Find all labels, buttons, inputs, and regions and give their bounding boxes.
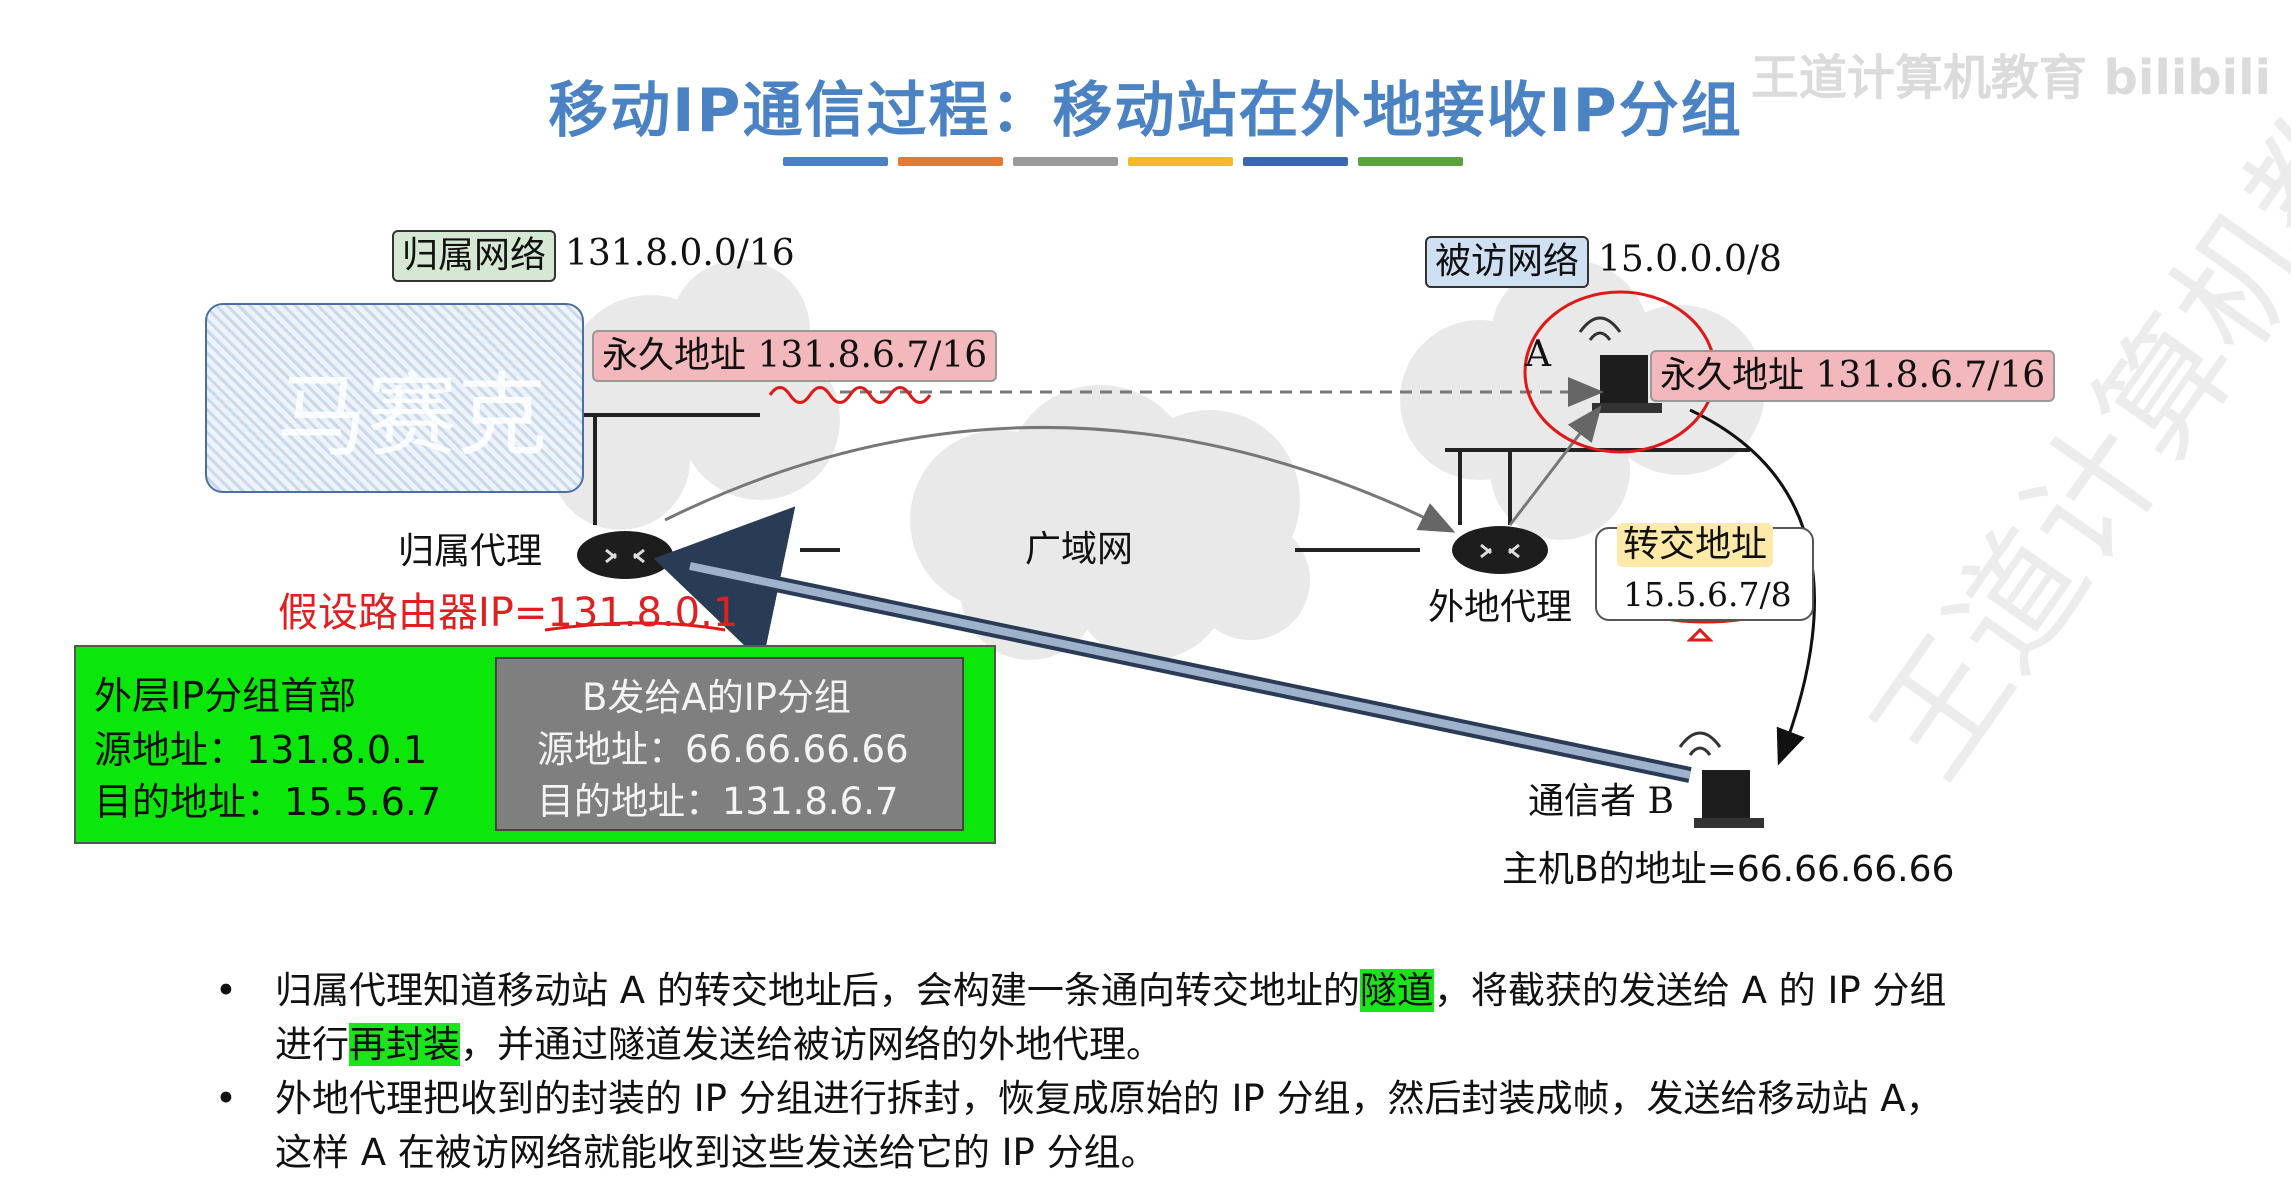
page-title: 移动IP通信过程：移动站在外地接收IP分组 [548, 76, 1743, 146]
home-agent-label: 归属代理 [398, 531, 543, 572]
care-of-address-label: 转交地址 [1617, 523, 1774, 567]
bullet-1-highlight-reencap: 再封装 [349, 1023, 460, 1066]
permanent-address-visited-value: 131.8.6.7/16 [1815, 355, 2046, 396]
red-underline-router-ip [544, 621, 726, 632]
bullet-1-text-c: 进行 [275, 1023, 349, 1066]
color-bar-6 [1358, 157, 1463, 166]
foreign-to-a-arrow [1508, 405, 1602, 526]
outer-dst-value: 15.5.6.7 [284, 780, 442, 824]
home-network-tag: 归属网络 [392, 230, 557, 282]
inner-packet-title: B发给A的IP分组 [582, 676, 851, 719]
bullet-item-2: • 外地代理把收到的封装的 IP 分组进行拆封，恢复成原始的 IP 分组，然后封… [215, 1072, 2215, 1180]
inner-packet-src: 源地址：66.66.66.66 [537, 719, 909, 773]
wan-label: 广域网 [1025, 529, 1134, 570]
inner-dst-value: 131.8.6.7 [722, 780, 899, 823]
home-agent-router-icon [577, 531, 673, 579]
host-b-address: 主机B的地址=66.66.66.66 [1502, 849, 1955, 890]
inner-src-value: 66.66.66.66 [685, 728, 909, 771]
mosaic-box: 马赛克 [205, 303, 584, 493]
router-ip-note: 假设路由器IP=131.8.0.1 [278, 590, 739, 636]
outer-header-dst: 目的地址：15.5.6.7 [94, 771, 441, 826]
bullet-1-line-1: 归属代理知道移动站 A 的转交地址后，会构建一条通向转交地址的隧道，将截获的发送… [275, 964, 2215, 1018]
permanent-address-visited-label: 永久地址 [1660, 355, 1805, 396]
bullet-dot: • [215, 1077, 237, 1120]
permanent-address-home-value: 131.8.6.7/16 [757, 335, 988, 376]
bullet-dot: • [215, 969, 237, 1012]
color-bar-3 [1013, 157, 1118, 166]
bullet-1-text-d: ，并通过隧道发送给被访网络的外地代理。 [460, 1023, 1163, 1066]
tunnel-curve-arrow [664, 426, 1456, 533]
bullet-2-line-1: 外地代理把收到的封装的 IP 分组进行拆封，恢复成原始的 IP 分组，然后封装成… [275, 1077, 1943, 1120]
host-b-laptop-icon [1678, 731, 1764, 828]
bullet-list: • 归属代理知道移动站 A 的转交地址后，会构建一条通向转交地址的隧道，将截获的… [215, 964, 2215, 1180]
inner-ip-packet-box: B发给A的IP分组 源地址：66.66.66.66 目的地址：131.8.6.7 [495, 657, 964, 831]
outer-header-title: 外层IP分组首部 [94, 674, 357, 718]
mosaic-text: 马赛克 [277, 364, 547, 469]
foreign-agent-router-icon [1452, 526, 1548, 574]
permanent-address-home-tag: 永久地址 131.8.6.7/16 [592, 330, 998, 382]
station-a-laptop-icon [1578, 316, 1662, 413]
permanent-address-visited-tag: 永久地址 131.8.6.7/16 [1650, 350, 2056, 402]
home-network-prefix: 131.8.0.0/16 [565, 233, 795, 274]
bullet-item-1: • 归属代理知道移动站 A 的转交地址后，会构建一条通向转交地址的隧道，将截获的… [215, 964, 2215, 1072]
inner-packet-dst: 目的地址：131.8.6.7 [537, 771, 899, 825]
bullet-1-highlight-tunnel: 隧道 [1359, 969, 1434, 1012]
outer-src-label: 源地址： [94, 728, 247, 772]
foreign-agent-label: 外地代理 [1428, 587, 1573, 628]
permanent-address-home-label: 永久地址 [602, 335, 747, 376]
outer-header-src: 源地址：131.8.0.1 [94, 719, 427, 774]
visited-network-tag: 被访网络 [1425, 236, 1590, 288]
bullet-1-text-a: 归属代理知道移动站 A 的转交地址后，会构建一条通向转交地址的 [275, 969, 1360, 1012]
outer-src-value: 131.8.0.1 [246, 728, 428, 772]
bullet-2-line-2: 这样 A 在被访网络就能收到这些发送给它的 IP 分组。 [275, 1131, 1158, 1174]
bullet-1-text-b: ，将截获的发送给 A 的 IP 分组 [1433, 969, 1947, 1012]
wan-cloud [910, 385, 1310, 660]
visited-network-prefix: 15.0.0.0/8 [1598, 239, 1782, 280]
care-of-address-value: 15.5.6.7/8 [1623, 575, 1792, 614]
care-of-address-box: 转交地址 15.5.6.7/8 [1595, 523, 1814, 621]
color-bar-5 [1243, 157, 1348, 166]
color-bar-1 [783, 157, 888, 166]
inner-src-label: 源地址： [537, 728, 685, 771]
correspondent-b-label: 通信者 B [1528, 781, 1674, 822]
color-bar-2 [898, 157, 1003, 166]
red-squiggle-home [768, 386, 932, 404]
color-bar-4 [1128, 157, 1233, 166]
bilibili-watermark: 王道计算机教育 bilibili [1750, 50, 2271, 106]
title-color-bars [783, 157, 1463, 166]
outer-dst-label: 目的地址： [94, 780, 285, 824]
station-a-label: A [1525, 334, 1551, 375]
bullet-1-line-2: 进行再封装，并通过隧道发送给被访网络的外地代理。 [275, 1018, 2215, 1072]
inner-dst-label: 目的地址： [537, 780, 722, 823]
